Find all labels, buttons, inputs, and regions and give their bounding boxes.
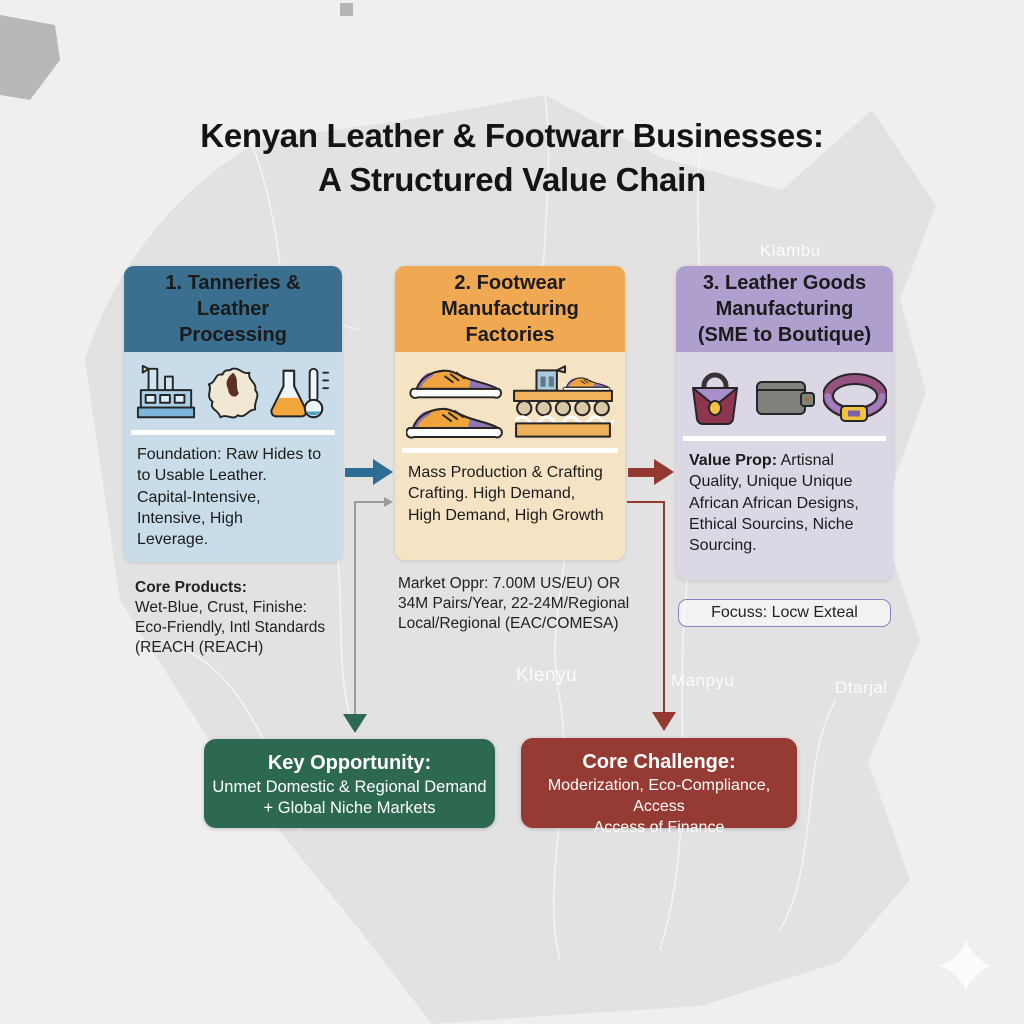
stage-3-divider — [683, 436, 886, 441]
stage-2-header: 2. Footwear Manufacturing Factories — [395, 266, 625, 352]
core-challenge-title: Core Challenge: — [582, 751, 736, 773]
handbag-icon — [691, 372, 738, 426]
stage-3-description: Value Prop: Artisnal Quality, Unique Uni… — [676, 441, 893, 568]
wallet-icon — [755, 381, 815, 415]
page-title-line1: Kenyan Leather & Footwarr Businesses: — [200, 117, 824, 154]
key-opportunity-text: Unmet Domestic & Regional Demand + Globa… — [212, 778, 487, 818]
map-label-kiambu: Kiambu — [760, 241, 821, 260]
sparkle-icon — [940, 940, 992, 992]
value-prop-text: Artisnal Quality, Unique Unique African … — [689, 452, 859, 555]
page-title: Kenyan Leather & Footwarr Businesses: A … — [0, 114, 1024, 201]
sneakers-icon — [406, 369, 503, 439]
stage-3-icons — [676, 352, 893, 432]
stage-2-icons — [395, 352, 625, 444]
stage-1-icons — [124, 352, 342, 426]
core-products-label: Core Products: — [135, 579, 247, 596]
core-challenge-box: Core Challenge: Moderization, Eco-Compli… — [521, 738, 797, 836]
belt-icon — [822, 373, 887, 422]
leather-hide-icon — [207, 367, 259, 419]
stage-1-note: Core Products: Wet-Blue, Crust, Finishe:… — [135, 578, 370, 659]
stage-3-leather-goods: 3. Leather Goods Manufacturing (SME to B… — [676, 266, 893, 580]
stage-1-header: 1. Tanneries & Leather Processing — [124, 266, 342, 352]
stage-2-footwear: 2. Footwear Manufacturing Factories — [395, 266, 625, 560]
arrow-stage2-to-stage3-head — [654, 459, 674, 485]
factory-icon — [136, 364, 196, 419]
connector-gray-arrowhead-right — [384, 497, 393, 507]
arrow-stage2-to-stage3 — [628, 468, 655, 477]
focus-pill: Focuss: Locw Exteal — [678, 599, 891, 627]
connector-gray-vertical — [354, 501, 356, 714]
page-title-line2: A Structured Value Chain — [318, 160, 706, 198]
map-label-dtarjal: Dtarjal — [835, 678, 888, 697]
value-prop-label: Value Prop: — [689, 452, 778, 469]
core-products-text: Wet-Blue, Crust, Finishe: Eco-Friendly, … — [135, 599, 326, 657]
arrow-stage1-to-stage2 — [345, 468, 374, 477]
key-opportunity-title: Key Opportunity: — [267, 752, 432, 774]
map-label-klenyu: Klenyu — [516, 665, 578, 686]
connector-gray-horizontal — [355, 501, 385, 503]
connector-red-arrowhead-down — [652, 712, 676, 731]
conveyor-belt-icon — [513, 365, 614, 438]
stage-1-divider — [131, 430, 335, 435]
stage-2-divider — [402, 448, 618, 453]
key-opportunity-box: Key Opportunity: Unmet Domestic & Region… — [204, 739, 495, 828]
stage-3-header: 3. Leather Goods Manufacturing (SME to B… — [676, 266, 893, 352]
stage-2-description: Mass Production & Crafting Crafting. Hig… — [408, 464, 604, 524]
stage-2-note: Market Oppr: 7.00M US/EU) OR 34M Pairs/Y… — [398, 575, 630, 633]
connector-green-arrowhead-down — [343, 714, 367, 733]
connector-red-horizontal — [627, 501, 664, 503]
map-label-manpyu: Manpyu — [671, 671, 735, 690]
stage-1-tanneries: 1. Tanneries & Leather Processing — [124, 266, 342, 563]
arrow-stage1-to-stage2-head — [373, 459, 393, 485]
flask-thermometer-icon — [270, 367, 330, 419]
core-challenge-text: Moderization, Eco-Compliance, Access Acc… — [547, 777, 771, 836]
connector-red-vertical — [663, 501, 665, 712]
stage-1-description: Foundation: Raw Hides to to Usable Leath… — [137, 446, 322, 549]
